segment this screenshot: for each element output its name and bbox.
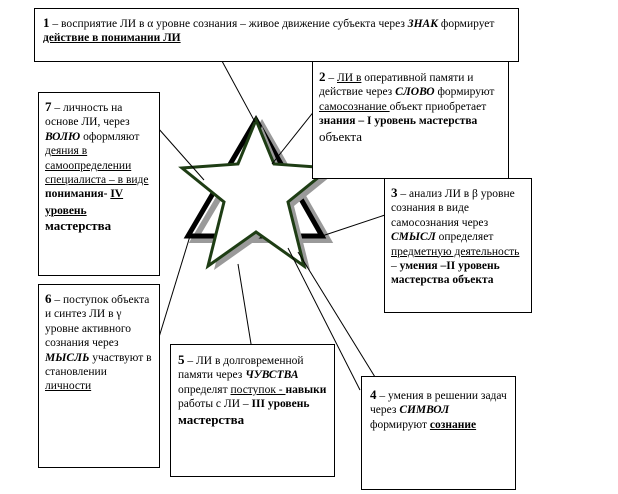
box-5: 5 – ЛИ в долговременной памяти через ЧУВ… [170,344,335,477]
box-5-number: 5 [178,352,185,367]
connector-4a [297,251,384,391]
box-3: 3 – анализ ЛИ в β уровне сознания в виде… [384,178,532,313]
connector-1 [215,49,256,123]
connector-2 [271,109,316,165]
box-4-number: 4 [370,387,377,402]
green-star [178,116,334,270]
box-1: 1 – восприятие ЛИ в α уровне сознания – … [34,8,519,62]
box-2: 2 – ЛИ в оперативной памяти и действие ч… [312,61,509,179]
box-4: 4 – умения в решении задач через СИМВОЛ … [361,376,516,490]
box-6: 6 – поступок объекта и синтез ЛИ в γ уро… [38,284,160,468]
connector-5 [237,263,253,351]
connector-7 [157,127,205,181]
connector-3 [321,214,386,237]
connector-4b [287,247,361,391]
box-6-number: 6 [45,291,52,306]
box-7-number: 7 [45,99,52,114]
box-3-number: 3 [391,185,398,200]
box-1-number: 1 [43,15,50,30]
box-2-number: 2 [319,69,326,84]
box-7: 7 – личность на основе ЛИ, через ВОЛЮ оф… [38,92,160,276]
